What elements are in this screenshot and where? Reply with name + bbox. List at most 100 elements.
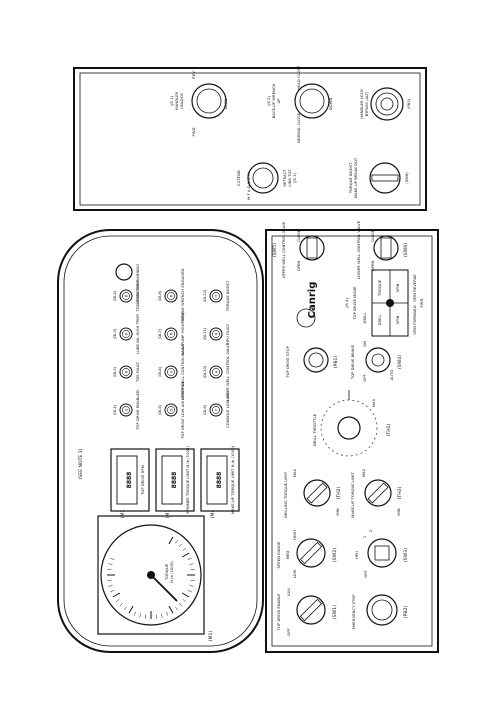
drill-throttle-handle-icon[interactable] [337, 416, 361, 440]
link-tag: (JS 3) [292, 172, 297, 183]
gauge-tick [168, 536, 174, 545]
indicator-tag: (DL3) [112, 328, 117, 339]
sw1-off: OFF [286, 628, 291, 635]
backup-tag: (JS 2) [266, 95, 271, 106]
gauge-tick [166, 611, 169, 616]
handler-line1: HANDLER [174, 91, 179, 110]
meter-2-label: SPINNER TORQUE LIMIT ft-lb (1000) [185, 446, 190, 514]
js4-cell-drill: DRILL [377, 314, 382, 326]
gauge-tick [175, 539, 178, 544]
gauge-tick [161, 613, 163, 618]
th3-title: MAKE-UP TORQUE LIMIT [350, 471, 355, 517]
pb1-title: TOP DRIVE STOP [285, 345, 290, 378]
torque-gauge-needle-icon [150, 574, 178, 602]
indicator-lamp-icon [164, 365, 178, 379]
gauge-tick [145, 614, 147, 619]
sw5-open: OPEN [296, 261, 301, 272]
sw6-title: LOWER WELL CONTROL VALVE [356, 220, 361, 279]
indicator-label: TORQUE BOOST [225, 280, 230, 312]
top-drive-stop-button-icon[interactable] [303, 347, 329, 373]
torque-boost-switch-icon[interactable] [369, 162, 401, 194]
emergency-stop-core-icon [371, 599, 393, 621]
canrig-logo-text: Canrig [307, 282, 318, 319]
link-tilt-joystick-icon[interactable] [247, 162, 279, 194]
indicator-lamp-ring-icon [167, 330, 175, 338]
indicator-tag: (DL1) [112, 404, 117, 415]
indicator-lamp-icon [209, 403, 223, 417]
sw4-tag: (SW4) [397, 355, 403, 369]
see-note: (SEE NOTE 3) [78, 448, 84, 479]
indicator-lamp-ring-icon [212, 406, 220, 414]
js4-cell-spin-a: SPIN [395, 284, 400, 293]
js4-spin-forward: SPIN FORWARD [412, 305, 417, 334]
indicator-label: MAIN PUMP HIGH TEMP [180, 311, 185, 356]
pb1-tag: (PB1) [333, 356, 339, 369]
indicator-lamp-icon [119, 403, 133, 417]
js4-fwd: FWD [419, 298, 424, 307]
indicator-lamp-ring-icon [212, 330, 220, 338]
gauge-tick [108, 563, 113, 565]
sw4-off: OFF [362, 374, 367, 381]
top-drive-brake-switch-icon[interactable] [365, 347, 391, 373]
handler-joystick-ring-icon [196, 88, 222, 114]
indicator-label: TOP DRIVE ENABLED [135, 390, 140, 431]
indicator-letter: R [169, 294, 174, 297]
emergency-stop-button-icon[interactable] [366, 594, 398, 626]
indicator-letter: A [214, 370, 219, 373]
gauge-tick [110, 590, 115, 593]
m2-tag: (M2) [120, 508, 126, 519]
m1-tag: (M1) [208, 631, 214, 642]
upper-valve-switch-icon[interactable] [299, 235, 325, 261]
indicator-tag: (DL12) [202, 289, 207, 302]
bypass-line1: HANDLER LOCK [359, 89, 364, 119]
sw3-one: 1 [362, 535, 367, 538]
gauge-panel: (SEE NOTE 3) TORQUE ft-lb (1000) (M1) (M… [57, 229, 264, 653]
torque-boost-lever-icon [371, 174, 399, 182]
indicator-letter: R [214, 332, 219, 335]
js4-cell-spin-b: SPIN [395, 316, 400, 325]
sw2-mid: MED [285, 551, 290, 560]
gauge-tick [179, 543, 183, 547]
top-drive-mode-selector[interactable] [371, 269, 409, 337]
gauge-tick [124, 606, 127, 611]
mode-joystick-icon[interactable] [386, 299, 394, 307]
th2-min: MIN [335, 508, 340, 515]
meter-1-digits: 8888 [126, 472, 133, 489]
canrig-logo-icon [296, 308, 316, 328]
gauge-label: TORQUE [164, 563, 169, 581]
th2-lever-icon [306, 482, 328, 504]
indicator-tag: (DL2) [112, 366, 117, 377]
hpu-switch-icon[interactable] [367, 538, 397, 568]
lower-valve-switch-icon[interactable] [373, 235, 399, 261]
gauge-tick [187, 557, 192, 560]
gauge-tick [107, 579, 112, 581]
gauge-tick [187, 590, 192, 593]
meter-2-digits: 8888 [171, 472, 178, 489]
indicator-lamp-ring-icon [167, 406, 175, 414]
backup-normal: NORMAL CLOSE [296, 112, 301, 143]
indicator-lamp-ring-icon [167, 368, 175, 376]
control-panel-inner [271, 235, 433, 647]
gauge-tick [190, 579, 195, 581]
pb2-tag: (PB2) [403, 606, 409, 619]
gauge-tick [128, 605, 134, 614]
control-panel: TOP DRIVE ENABLE OFF AUX (SW1) EMERGENCY… [265, 220, 439, 653]
indicator-letter: G [169, 370, 174, 373]
sw3-off: OFF [363, 570, 368, 577]
indicator-tag: (DL6) [157, 366, 162, 377]
indicator-label: TDS OVER TEMP [135, 280, 140, 313]
indicator-letter: R [124, 332, 129, 335]
sw2-low: LOW [292, 569, 297, 578]
sw2-tag: (SW2) [332, 548, 338, 562]
sw1-title: TOP DRIVE ENABLE [276, 593, 281, 631]
gauge-tick [133, 611, 136, 616]
th1-tag: (TH1) [386, 423, 392, 436]
indicator-lamp-ring-icon [122, 330, 130, 338]
indicator-lamp-icon [209, 365, 223, 379]
backup-close: HOLD CLOSE [296, 65, 301, 90]
indicator-lamp-ring-icon [167, 292, 175, 300]
indicator-letter: G [169, 408, 174, 411]
